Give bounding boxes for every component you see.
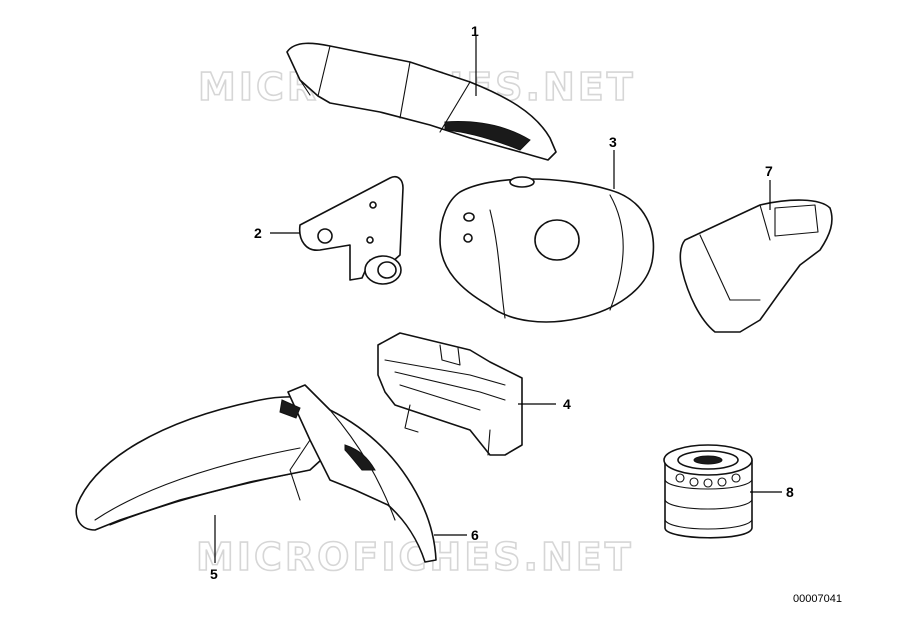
callout-5: 5 <box>210 566 218 582</box>
callout-6: 6 <box>471 527 479 543</box>
callout-4: 4 <box>563 396 571 412</box>
side-cover-icon <box>679 199 833 333</box>
mounting-bracket-icon <box>298 175 404 285</box>
fender-rear-section-icon <box>279 384 437 563</box>
callout-2: 2 <box>254 225 262 241</box>
fuel-tank-icon <box>439 176 655 323</box>
rear-seat-cowl-icon <box>286 42 557 161</box>
callout-7: 7 <box>765 163 773 179</box>
drawing-number: 00007041 <box>793 593 842 605</box>
callout-8: 8 <box>786 484 794 500</box>
oil-filter-icon <box>663 444 753 539</box>
callout-3: 3 <box>609 134 617 150</box>
callout-1: 1 <box>471 23 479 39</box>
fork-brace-icon <box>377 332 523 456</box>
watermark-bottom: MICROFICHES.NET <box>196 535 634 579</box>
